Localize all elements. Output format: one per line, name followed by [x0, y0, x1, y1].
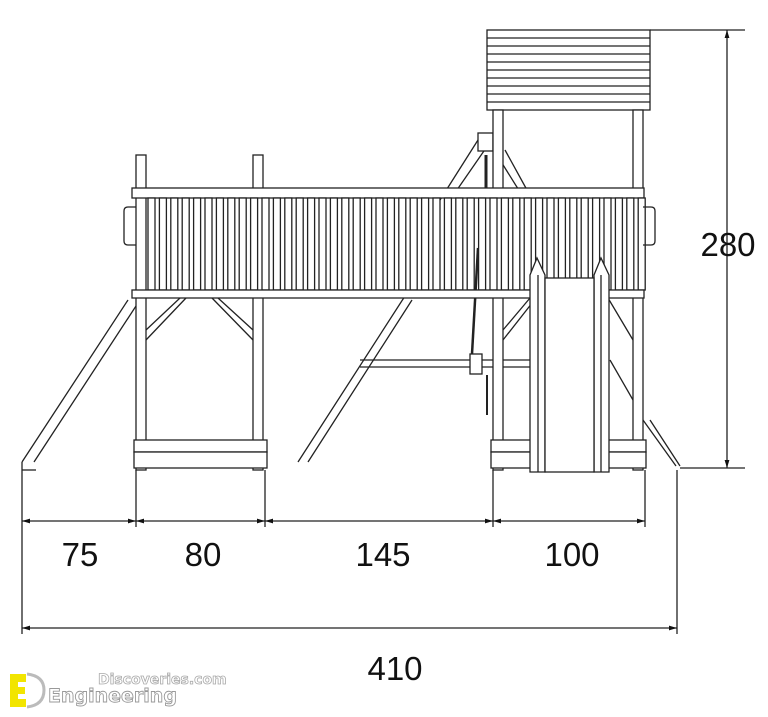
- baluster: [352, 197, 361, 291]
- baluster: [249, 197, 259, 291]
- baluster: [284, 197, 293, 291]
- dimension-label-total: 410: [367, 650, 422, 687]
- baluster: [569, 197, 578, 291]
- baluster: [238, 197, 247, 291]
- dimension-label-75: 75: [62, 536, 99, 573]
- baluster: [386, 197, 396, 291]
- baluster: [227, 197, 236, 291]
- baluster: [489, 197, 498, 291]
- baluster: [477, 197, 487, 291]
- baluster: [409, 197, 418, 291]
- baluster: [455, 197, 464, 291]
- baluster: [546, 197, 555, 291]
- baluster: [398, 197, 407, 291]
- baluster: [375, 197, 384, 291]
- baluster: [329, 197, 339, 291]
- baluster: [432, 197, 441, 291]
- railing: [123, 187, 656, 299]
- baluster: [181, 197, 190, 291]
- dimension-label-height: 280: [700, 226, 755, 263]
- baluster: [306, 197, 316, 291]
- baluster: [192, 197, 202, 291]
- logo: Discoveries.com Engineering: [6, 670, 227, 712]
- baluster: [363, 197, 373, 291]
- slide: [529, 256, 610, 473]
- baluster: [512, 197, 521, 291]
- baluster: [318, 197, 327, 291]
- baluster: [295, 197, 304, 291]
- dimension-label-80: 80: [185, 536, 222, 573]
- baluster: [420, 197, 430, 291]
- baluster: [466, 197, 475, 291]
- baluster: [341, 197, 350, 291]
- baluster: [500, 197, 510, 291]
- baluster: [580, 197, 589, 291]
- roof: [486, 29, 651, 111]
- baluster: [637, 197, 646, 291]
- ramp: [21, 299, 137, 471]
- logo-mark: [10, 672, 46, 709]
- baluster: [215, 197, 225, 291]
- baluster: [204, 197, 213, 291]
- baluster: [272, 197, 282, 291]
- baluster: [443, 197, 453, 291]
- baluster: [158, 197, 168, 291]
- baluster: [626, 197, 635, 291]
- baluster: [170, 197, 179, 291]
- logo-text-bottom: Engineering: [48, 685, 178, 708]
- logo-text-top: Discoveries.com: [98, 672, 227, 689]
- dimension-label-145: 145: [355, 536, 410, 573]
- baluster: [147, 197, 156, 291]
- baluster: [557, 197, 567, 291]
- baluster: [261, 197, 270, 291]
- dimension-lines: [21, 29, 745, 634]
- baluster: [614, 197, 624, 291]
- dimension-label-100: 100: [544, 536, 599, 573]
